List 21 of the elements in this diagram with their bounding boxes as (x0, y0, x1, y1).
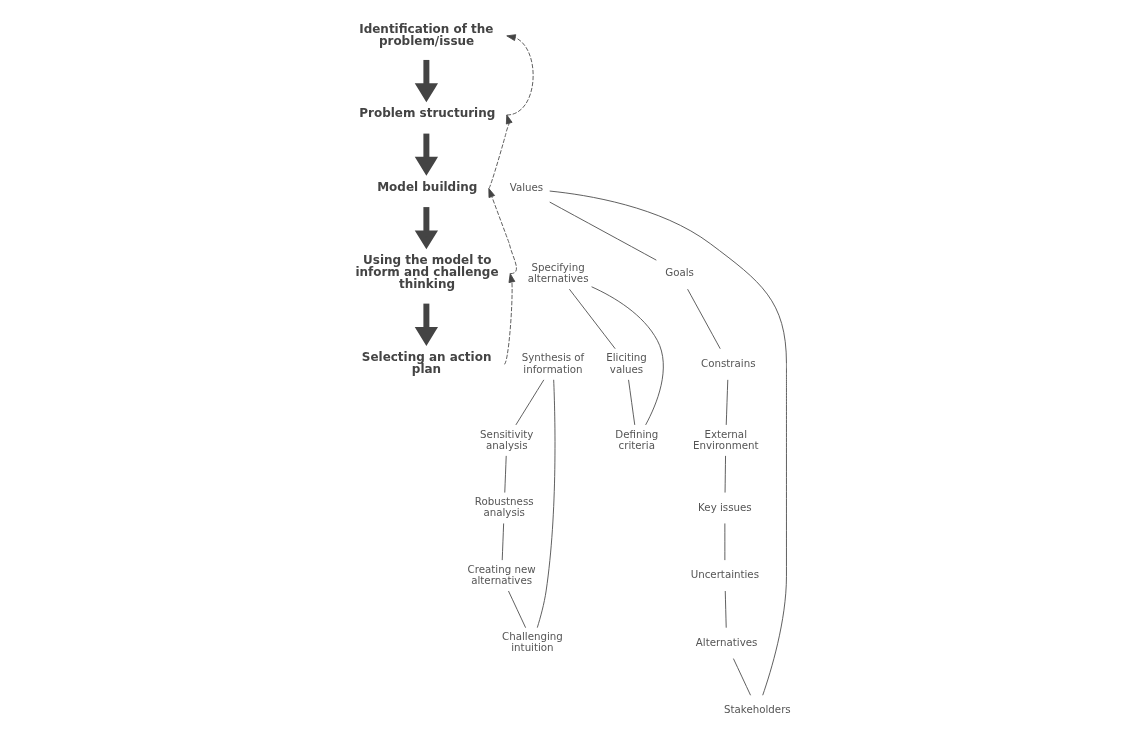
node-text: Synthesis of information (521, 351, 585, 375)
node-text: Challenging intuition (502, 630, 563, 654)
node-text: Defining criteria (615, 427, 659, 451)
node-text: Selecting an action plan (361, 350, 492, 377)
node-text: Key issues (698, 500, 752, 513)
node-text: Specifying alternatives (527, 260, 589, 284)
node-text: Stakeholders (724, 703, 791, 716)
node-text: Model building (377, 179, 478, 194)
node-text: Values (509, 181, 544, 194)
node-text: Sensitivity analysis (480, 427, 534, 451)
node-text: Identification of the problem/issue (359, 21, 494, 48)
node-text: Goals (665, 266, 694, 279)
node-text: Eliciting values (606, 351, 647, 375)
node-text: Using the model to inform and challenge thinking (355, 253, 499, 292)
node-text: Creating new alternatives (467, 562, 536, 586)
node-text: Constrains (701, 356, 756, 369)
node-text: External Environment (693, 427, 759, 451)
node-text: Robustness analysis (474, 495, 534, 519)
node-text: Uncertainties (690, 568, 760, 581)
node-text: Problem structuring (359, 106, 496, 121)
node-text: Alternatives (695, 635, 758, 648)
